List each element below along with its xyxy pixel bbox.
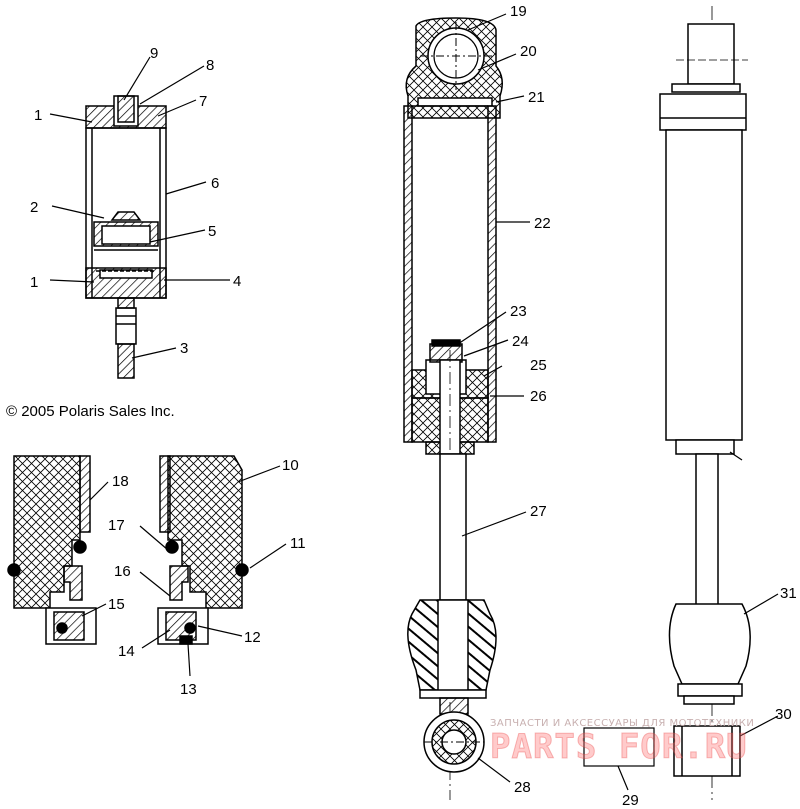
callout-5: 5 — [208, 223, 216, 240]
callout-7: 7 — [199, 93, 207, 110]
callout-13: 13 — [180, 681, 197, 698]
callout-4: 4 — [233, 273, 241, 290]
callout-27: 27 — [530, 503, 547, 520]
seal-head-section — [7, 455, 249, 645]
watermark: ЗАПЧАСТИ И АКСЕССУАРЫ ДЛЯ МОТОТЕХНИКИ PA… — [490, 718, 754, 768]
callout-28: 28 — [514, 779, 531, 796]
callout-31: 31 — [780, 585, 797, 602]
callout-18: 18 — [112, 473, 129, 490]
callout-20: 20 — [520, 43, 537, 60]
callout-16: 16 — [114, 563, 131, 580]
callout-21: 21 — [528, 89, 545, 106]
callout-3: 3 — [180, 340, 188, 357]
callout-15: 15 — [108, 596, 125, 613]
watermark-tagline: ЗАПЧАСТИ И АКСЕССУАРЫ ДЛЯ МОТОТЕХНИКИ — [490, 718, 754, 729]
reservoir-section — [85, 95, 167, 379]
callout-25: 25 — [530, 357, 547, 374]
watermark-logo: PARTS FOR.RU — [490, 727, 748, 767]
callout-23: 23 — [510, 303, 527, 320]
leader-lines — [49, 13, 779, 791]
shock-assembled-view — [659, 6, 751, 800]
shock-body-section — [403, 17, 503, 800]
callout-8: 8 — [206, 57, 214, 74]
callout-12: 12 — [244, 629, 261, 646]
callout-11: 11 — [290, 535, 306, 552]
callout-10: 10 — [282, 457, 299, 474]
callout-6: 6 — [211, 175, 219, 192]
callout-22: 22 — [534, 215, 551, 232]
callout-29: 29 — [622, 792, 639, 809]
callout-30: 30 — [775, 706, 792, 723]
callout-14: 14 — [118, 643, 135, 660]
callout-labels: 1 2 3 4 5 6 7 8 9 1 10 11 12 13 14 15 16… — [30, 3, 797, 809]
spacer-29 — [583, 727, 655, 767]
callout-26: 26 — [530, 388, 547, 405]
callout-9: 9 — [150, 45, 158, 62]
callout-1-top: 1 — [34, 107, 42, 124]
callout-24: 24 — [512, 333, 529, 350]
callout-2: 2 — [30, 199, 38, 216]
callout-19: 19 — [510, 3, 527, 20]
copyright-notice: © 2005 Polaris Sales Inc. — [6, 403, 175, 420]
callout-17: 17 — [108, 517, 125, 534]
callout-1-bottom: 1 — [30, 274, 38, 291]
